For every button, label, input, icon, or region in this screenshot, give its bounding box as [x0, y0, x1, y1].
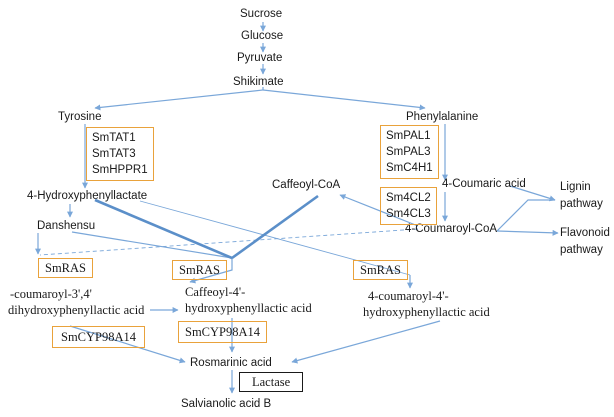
metabolite-shikimate: Shikimate — [233, 76, 284, 88]
metabolite-caffeoyl-hydroxy-line1: Caffeoyl-4'- — [185, 285, 246, 299]
metabolite-coumaroyl-dihydroxyphenyllactic-acid: -coumaroyl-3',4' dihydroxyphenyllactic a… — [8, 286, 144, 318]
pathway-flavonoid-line1: Flavonoid — [560, 227, 610, 239]
metabolite-caffeoyl-hydroxyphenyllactic-acid: Caffeoyl-4'- hydroxyphenyllactic acid — [185, 284, 312, 316]
enzyme-smpal3: SmPAL3 — [386, 146, 431, 158]
arrow-shikimate-tyrosine — [94, 87, 264, 111]
metabolite-salvianolic-acid-b: Salvianolic acid B — [181, 398, 272, 410]
arrow-left-rosmarinic — [69, 325, 186, 364]
pathway-flavonoid-line2: pathway — [560, 244, 603, 256]
enzyme-lactase: Lactase — [239, 372, 304, 392]
thick-line-hpl-ras-middle — [94, 198, 233, 260]
pathway-lignin-line1: Lignin — [560, 181, 591, 193]
enzyme-box-pal-c4h: SmPAL1 SmPAL3 SmC4H1 — [380, 125, 439, 179]
arrow-danshensu-ras-middle — [71, 231, 233, 259]
metabolite-hydroxyphenyllactate: 4-Hydroxyphenyllactate — [27, 190, 148, 202]
metabolite-phenylalanine: Phenylalanine — [406, 111, 479, 123]
metabolite-sucrose: Sucrose — [240, 8, 283, 20]
arrow-ras-middle-caffeoyl-hpl — [189, 258, 233, 284]
arrow-coumaroylcoa-flavonoid — [496, 229, 559, 236]
metabolite-danshensu: Danshensu — [37, 220, 96, 232]
enzyme-smras-right: SmRAS — [353, 260, 408, 280]
metabolite-coumaroyl-dihydroxy-line2: dihydroxyphenyllactic acid — [8, 303, 145, 317]
arrow-hpl-ras-right — [139, 200, 411, 276]
metabolite-rosmarinic-acid: Rosmarinic acid — [190, 357, 272, 369]
pathway-flavonoid: Flavonoid pathway — [560, 225, 610, 259]
metabolite-4-coumaroyl-coa: 4-Coumaroyl-CoA — [405, 223, 498, 235]
arrow-coumaric-lignin — [509, 185, 556, 202]
pathway-lignin: Lignin pathway — [560, 179, 603, 213]
enzyme-box-4cl: Sm4CL2 Sm4CL3 — [380, 187, 437, 225]
enzyme-sm4cl3: Sm4CL3 — [386, 208, 431, 220]
enzyme-smhppr1: SmHPPR1 — [92, 164, 148, 176]
arrow-right-rosmarinic — [291, 320, 441, 364]
metabolite-coumaroyl-dihydroxy-line1: -coumaroyl-3',4' — [10, 287, 92, 301]
metabolite-glucose: Glucose — [241, 30, 284, 42]
metabolite-pyruvate: Pyruvate — [237, 52, 283, 64]
metabolite-coumaroyl-hydroxy-line2: hydroxyphenyllactic acid — [363, 305, 490, 319]
enzyme-box-tat-hppr: SmTAT1 SmTAT3 SmHPPR1 — [86, 127, 154, 181]
enzyme-sm4cl2: Sm4CL2 — [386, 192, 431, 204]
enzyme-smcyp98a14-middle: SmCYP98A14 — [178, 321, 268, 343]
enzyme-smtat3: SmTAT3 — [92, 148, 136, 160]
enzyme-smras-middle: SmRAS — [172, 260, 227, 280]
metabolite-coumaroyl-hydroxy-line1: 4-coumaroyl-4'- — [368, 289, 449, 303]
enzyme-smcyp98a14-left: SmCYP98A14 — [52, 326, 146, 348]
metabolite-caffeoyl-hydroxy-line2: hydroxyphenyllactic acid — [185, 301, 312, 315]
metabolite-4-coumaric-acid: 4-Coumaric acid — [442, 178, 526, 190]
arrow-coumaroylcoa-lignin — [496, 199, 555, 232]
enzyme-smtat1: SmTAT1 — [92, 132, 136, 144]
enzyme-smras-left: SmRAS — [38, 258, 93, 278]
arrow-coumaroylcoa-ras-left — [39, 228, 419, 256]
metabolite-coumaroyl-hydroxyphenyllactic-acid: 4-coumaroyl-4'- hydroxyphenyllactic acid — [363, 288, 490, 320]
enzyme-smc4h1: SmC4H1 — [386, 162, 433, 174]
enzyme-smpal1: SmPAL1 — [386, 130, 431, 142]
arrow-shikimate-phenylalanine — [262, 89, 426, 111]
thick-line-caffeoylcoa-ras-middle — [231, 194, 319, 260]
metabolite-caffeoyl-coa: Caffeoyl-CoA — [272, 179, 341, 191]
arrow-coumaroylcoa-caffeoylcoa — [339, 194, 419, 227]
pathway-lignin-line2: pathway — [560, 198, 603, 210]
metabolite-tyrosine: Tyrosine — [58, 111, 102, 123]
